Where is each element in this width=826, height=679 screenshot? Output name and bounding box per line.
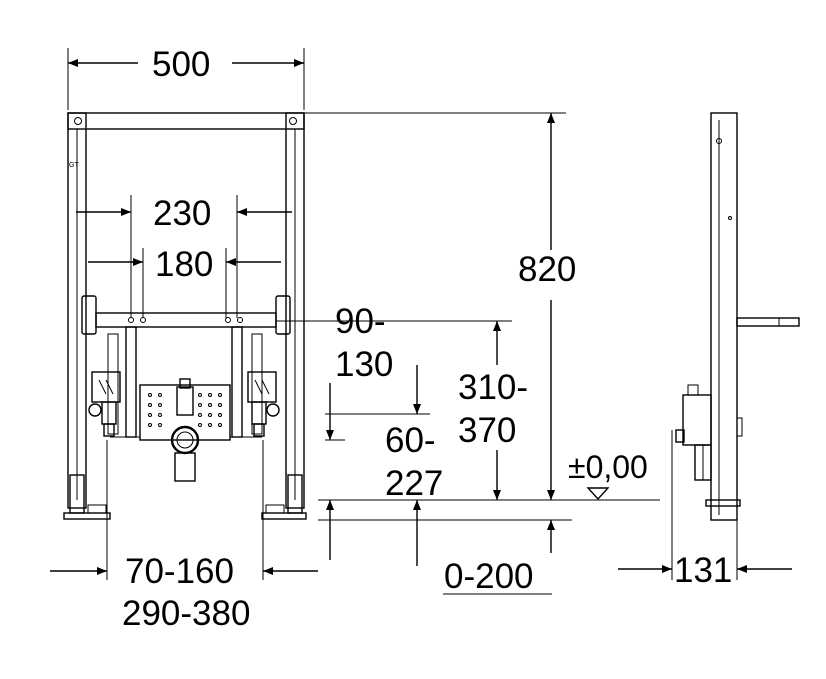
dim-supply-height-a: 90- <box>335 302 386 341</box>
side-view-frame <box>675 112 800 521</box>
dim-spacing-inner: 180 <box>155 245 213 284</box>
dim-width-total: 500 <box>152 45 210 84</box>
floor-level-icon <box>586 487 610 501</box>
dim-drain-height-b: 227 <box>385 464 443 503</box>
dim-drain-height-a: 60- <box>385 421 436 460</box>
dim-supply-height-b: 130 <box>335 345 393 384</box>
dim-floor-adjust: 0-200 <box>444 557 534 596</box>
dim-foot-range-inner: 70-160 <box>125 552 234 591</box>
dim-foot-range-outer: 290-380 <box>122 594 250 633</box>
floor-level-label: ±0,00 <box>568 449 648 485</box>
frame-mark: GT <box>69 162 79 169</box>
dim-height-total: 820 <box>518 250 576 289</box>
extension-lines <box>67 48 738 580</box>
dim-depth: 131 <box>674 551 732 590</box>
dim-outlet-height-b: 370 <box>458 411 516 450</box>
dim-outlet-height-a: 310- <box>458 368 528 407</box>
dim-spacing-outer: 230 <box>153 194 211 233</box>
front-view-frame: GT <box>63 112 307 520</box>
dimension-arrows <box>50 59 792 575</box>
